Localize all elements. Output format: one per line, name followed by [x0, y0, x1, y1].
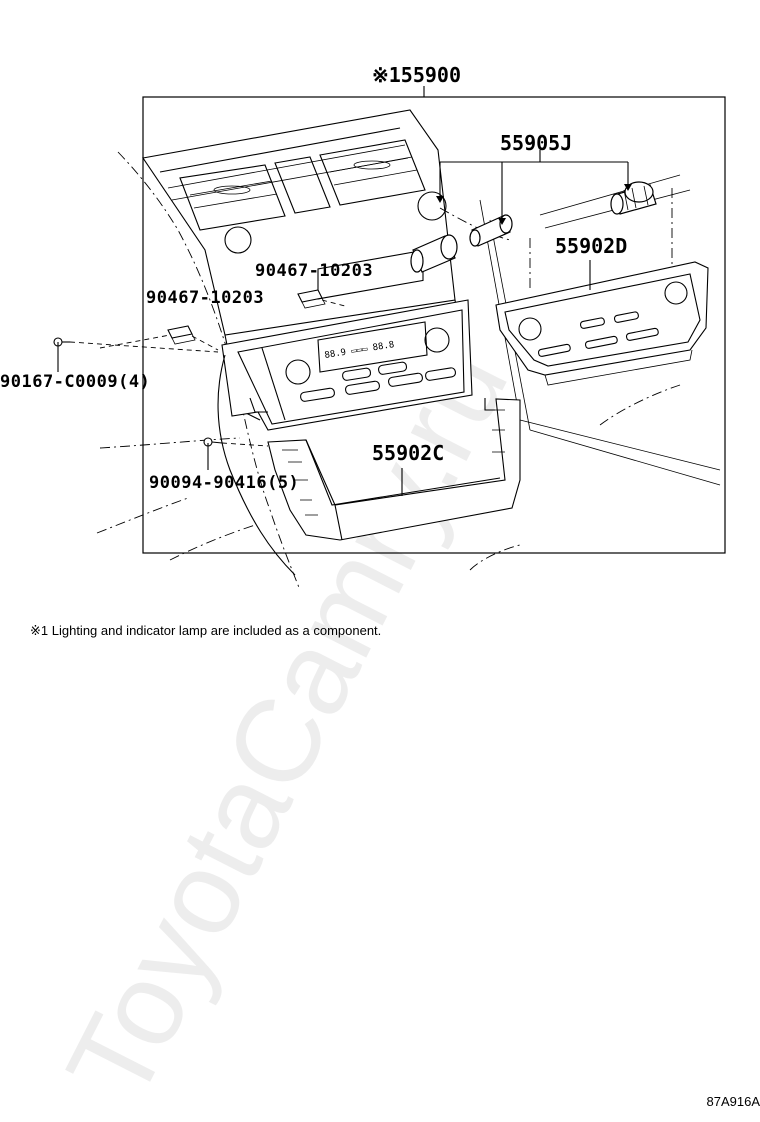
label-bolt: 90094-90416(5) — [149, 473, 299, 493]
knob-small-icon — [470, 215, 512, 246]
clip-upper-icon — [298, 290, 325, 308]
bolt-icon — [204, 438, 222, 446]
label-clip-upper: 90467-10203 — [255, 261, 373, 281]
clip-left-icon — [168, 326, 195, 344]
screw-icon — [54, 338, 70, 346]
label-clip-left: 90467-10203 — [146, 288, 264, 308]
label-55902c: 55902C — [372, 441, 444, 465]
footnote: ※1 Lighting and indicator lamp are inclu… — [30, 623, 381, 639]
knob-left-icon — [411, 235, 457, 272]
label-screw: 90167-C0009(4) — [0, 372, 150, 392]
label-55902d: 55902D — [555, 234, 627, 258]
diagram-code: 87A916A — [707, 1094, 760, 1109]
panel-55902d — [496, 262, 708, 385]
label-55900: ※155900 — [372, 63, 461, 87]
label-55905j: 55905J — [500, 131, 572, 155]
knob-upper-right-icon — [611, 182, 656, 214]
